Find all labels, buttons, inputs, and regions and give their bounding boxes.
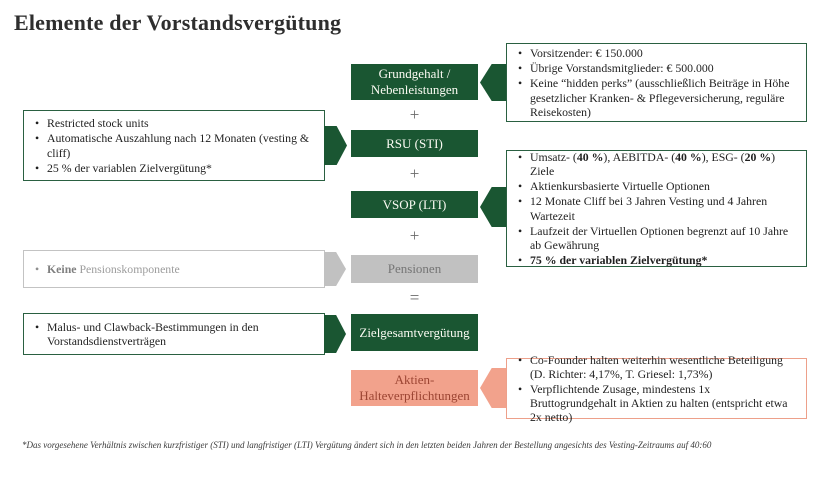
box-vsop-label: VSOP (LTI) xyxy=(382,196,447,212)
box-pensionen: Pensionen xyxy=(351,255,478,283)
bullet-item: Aktienkursbasierte Virtuelle Optionen xyxy=(517,179,798,193)
bullet-item: Laufzeit der Virtuellen Optionen begrenz… xyxy=(517,224,798,252)
box-vsop: VSOP (LTI) xyxy=(351,191,478,218)
box-grundgehalt-line1: Grundgehalt / xyxy=(378,66,451,82)
bullet-item: 75 % der variablen Zielvergütung* xyxy=(517,253,798,267)
box-grundgehalt: Grundgehalt / Nebenleistungen xyxy=(351,64,478,100)
arrow-malus-callout-icon xyxy=(324,315,346,353)
callout-aktien-details: Co-Founder halten weiterhin wesentliche … xyxy=(506,353,807,424)
arrow-vsop-callout-icon xyxy=(480,187,506,227)
box-zielgesamtverguetung: Zielgesamtvergütung xyxy=(351,314,478,351)
callout-malus-bullet-list: Malus- und Clawback-Bestimmungen in den … xyxy=(24,317,324,351)
bullet-item: Keine “hidden perks” (ausschließlich Bei… xyxy=(517,76,798,118)
callout-pension-bullet-list: Keine Pensionskomponente xyxy=(24,259,324,279)
bullet-item: Verpflichtende Zusage, mindestens 1x Bru… xyxy=(517,382,798,424)
arrow-pension-callout-icon xyxy=(324,252,346,286)
callout-aktien-bullet-list: Co-Founder halten weiterhin wesentliche … xyxy=(507,350,806,428)
callout-vsop-bullet-list: Umsatz- (40 %), AEBITDA- (40 %), ESG- (2… xyxy=(507,147,806,270)
box-rsu: RSU (STI) xyxy=(351,130,478,157)
operator-equals: = xyxy=(409,288,420,307)
box-grundgehalt-line2: Nebenleistungen xyxy=(370,82,459,97)
callout-grundgehalt-bullet-list: Vorsitzender: € 150.000Übrige Vorstandsm… xyxy=(507,43,806,122)
arrow-rsu-callout-icon xyxy=(324,126,347,165)
bullet-item: Keine Pensionskomponente xyxy=(34,262,316,276)
box-aktien-halteverpflichtungen: Aktien- Halteverpflichtungen xyxy=(351,370,478,406)
page-title: Elemente der Vorstandsvergütung xyxy=(14,10,342,35)
bullet-item: Umsatz- (40 %), AEBITDA- (40 %), ESG- (2… xyxy=(517,150,798,178)
bullet-item: Restricted stock units xyxy=(34,116,316,130)
operator-plus-1: + xyxy=(409,105,420,124)
arrow-grundgehalt-callout-icon xyxy=(480,64,506,101)
bullet-item: Co-Founder halten weiterhin wesentliche … xyxy=(517,353,798,381)
bullet-item: 12 Monate Cliff bei 3 Jahren Vesting und… xyxy=(517,194,798,222)
arrow-aktien-callout-icon xyxy=(480,368,506,408)
box-rsu-label: RSU (STI) xyxy=(386,135,443,151)
bullet-item: Automatische Auszahlung nach 12 Monaten … xyxy=(34,131,316,159)
footnote: *Das vorgesehene Verhältnis zwischen kur… xyxy=(22,440,712,450)
callout-grundgehalt-details: Vorsitzender: € 150.000Übrige Vorstandsm… xyxy=(506,43,807,122)
callout-malus-clawback: Malus- und Clawback-Bestimmungen in den … xyxy=(23,313,325,355)
box-zielgesamtverguetung-label: Zielgesamtvergütung xyxy=(359,324,470,340)
callout-rsu-bullet-list: Restricted stock unitsAutomatische Ausza… xyxy=(24,113,324,178)
callout-vsop-details: Umsatz- (40 %), AEBITDA- (40 %), ESG- (2… xyxy=(506,150,807,267)
callout-pension-details: Keine Pensionskomponente xyxy=(23,250,325,288)
operator-plus-2: + xyxy=(409,164,420,183)
bullet-item: Malus- und Clawback-Bestimmungen in den … xyxy=(34,320,316,348)
bullet-item: Vorsitzender: € 150.000 xyxy=(517,46,798,60)
callout-rsu-details: Restricted stock unitsAutomatische Ausza… xyxy=(23,110,325,181)
bullet-item: 25 % der variablen Zielvergütung* xyxy=(34,161,316,175)
operator-plus-3: + xyxy=(409,226,420,245)
box-aktien-line2: Halteverpflichtungen xyxy=(359,388,470,403)
bullet-item: Übrige Vorstandsmitglieder: € 500.000 xyxy=(517,61,798,75)
box-aktien-line1: Aktien- xyxy=(394,372,435,388)
box-pensionen-label: Pensionen xyxy=(387,261,442,277)
